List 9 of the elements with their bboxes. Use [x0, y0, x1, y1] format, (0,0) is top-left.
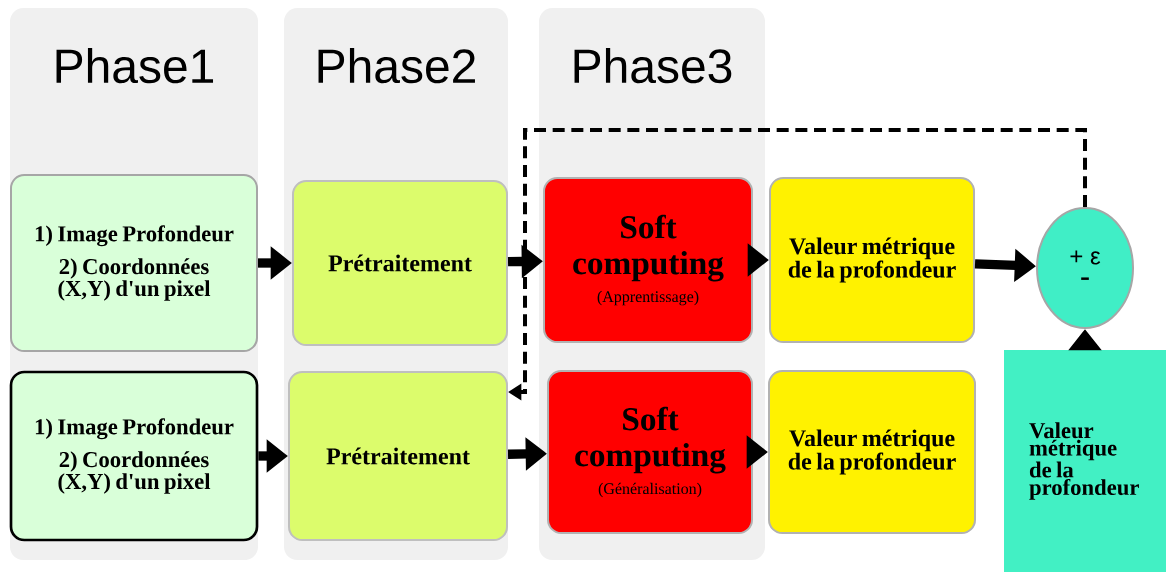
output-box: Valeur métrique de la profondeur — [769, 177, 975, 343]
process-box: Prétraitement — [288, 371, 508, 541]
process-box: Soft computing (Apprentissage) — [543, 177, 753, 343]
output-box: Valeur métrique de la profondeur — [768, 370, 976, 534]
process-box: Prétraitement — [292, 180, 508, 346]
reference-box: Valeur métrique de la profondeur — [1004, 350, 1166, 572]
input-box: 1) Image Profondeur 2) Coordonnées (X,Y) d'un pixel — [9, 370, 259, 542]
process-box: Soft computing (Généralisation) — [547, 370, 753, 534]
input-box: 1) Image Profondeur 2) Coordonnées (X,Y) d'un pixel — [10, 174, 258, 352]
